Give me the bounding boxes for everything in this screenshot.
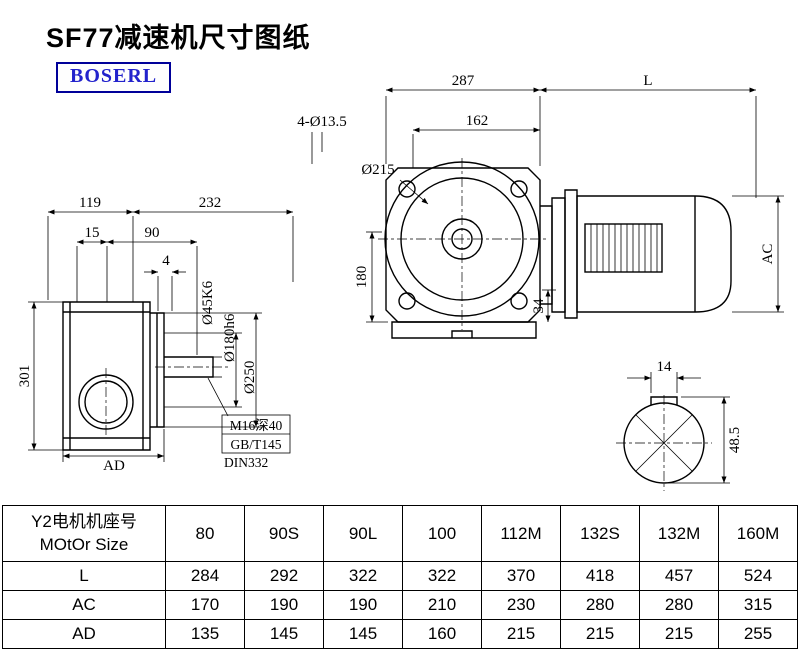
table-cell: 145 <box>244 619 324 649</box>
thread-note-din: DIN332 <box>224 455 268 470</box>
dim-keyway-width: 14 <box>657 359 673 375</box>
thread-note-m16: M16深40 <box>230 418 283 433</box>
table-col-header: 90L <box>323 505 403 562</box>
dim-4: 4 <box>162 253 170 269</box>
table-col-header: 80 <box>165 505 245 562</box>
dim-232: 232 <box>199 195 222 211</box>
table-cell: 280 <box>639 590 719 620</box>
dimension-drawing: 119 232 15 90 4 301 AD Ø45K6 Ø180h6 Ø250… <box>17 73 784 491</box>
table-cell: 370 <box>481 561 561 591</box>
table-cell: 524 <box>718 561 798 591</box>
table-cell: 210 <box>402 590 482 620</box>
table-corner-header: Y2电机机座号 MOtOr Size <box>2 505 166 562</box>
table-cell: 322 <box>323 561 403 591</box>
table-cell: 315 <box>718 590 798 620</box>
page-title: SF77减速机尺寸图纸 <box>46 23 311 53</box>
table-col-header: 160M <box>718 505 798 562</box>
table-cell: 322 <box>402 561 482 591</box>
table-cell: 135 <box>165 619 245 649</box>
left-view: 119 232 15 90 4 301 AD Ø45K6 Ø180h6 Ø250… <box>17 195 294 474</box>
table-row: L 284 292 322 322 370 418 457 524 <box>2 561 798 591</box>
dim-15: 15 <box>85 225 100 241</box>
dim-90: 90 <box>145 225 160 241</box>
left-view-dim-lines <box>28 209 294 462</box>
table-col-header: 112M <box>481 505 561 562</box>
header-line2: MOtOr Size <box>39 534 129 554</box>
dim-162: 162 <box>466 113 489 129</box>
table-col-header: 132S <box>560 505 640 562</box>
table-cell: 215 <box>639 619 719 649</box>
table-cell: 215 <box>560 619 640 649</box>
dim-bolt-holes: 4-Ø13.5 <box>297 114 347 130</box>
dim-flange-diameter: Ø250 <box>242 361 258 394</box>
table-cell: 215 <box>481 619 561 649</box>
table-col-header: 90S <box>244 505 324 562</box>
dim-180: 180 <box>354 266 370 289</box>
shaft-section: 14 48.5 <box>616 359 743 491</box>
table-cell: 230 <box>481 590 561 620</box>
brand-logo: BOSERL <box>56 62 172 93</box>
dim-L: L <box>643 73 652 89</box>
table-cell: 190 <box>244 590 324 620</box>
dim-AC: AC <box>760 244 776 265</box>
motor-size-table: Y2电机机座号 MOtOr Size 80 90S 90L 100 112M 1… <box>2 505 798 649</box>
table-row: AC 170 190 190 210 230 280 280 315 <box>2 590 798 620</box>
thread-note-gb: GB/T145 <box>230 437 281 452</box>
table-row: AD 135 145 145 160 215 215 215 255 <box>2 619 798 649</box>
table-row-label: L <box>2 561 166 591</box>
right-view: 287 L 162 4-Ø13.5 Ø215 180 34 AC <box>297 73 784 339</box>
table-cell: 160 <box>402 619 482 649</box>
right-view-dim-lines <box>311 87 784 323</box>
table-cell: 190 <box>323 590 403 620</box>
dim-119: 119 <box>79 195 101 211</box>
table-cell: 418 <box>560 561 640 591</box>
dim-spigot-diameter: Ø180h6 <box>222 313 238 362</box>
table-cell: 280 <box>560 590 640 620</box>
motor-fins <box>590 224 658 272</box>
dim-301: 301 <box>17 365 33 388</box>
table-col-header: 100 <box>402 505 482 562</box>
table-cell: 170 <box>165 590 245 620</box>
dim-287: 287 <box>452 73 475 89</box>
table-header-row: Y2电机机座号 MOtOr Size 80 90S 90L 100 112M 1… <box>2 505 798 562</box>
table-cell: 292 <box>244 561 324 591</box>
table-cell: 457 <box>639 561 719 591</box>
table-cell: 145 <box>323 619 403 649</box>
dim-AD: AD <box>103 458 125 474</box>
dim-215: Ø215 <box>361 162 394 178</box>
dim-keyway-height: 48.5 <box>727 427 743 453</box>
brand-logo-text: BOSERL <box>70 65 158 87</box>
table-row-label: AC <box>2 590 166 620</box>
table-col-header: 132M <box>639 505 719 562</box>
dim-34: 34 <box>531 298 547 314</box>
header-line1: Y2电机机座号 <box>31 511 137 531</box>
table-row-label: AD <box>2 619 166 649</box>
dim-shaft-diameter: Ø45K6 <box>200 280 216 325</box>
table-cell: 255 <box>718 619 798 649</box>
table-cell: 284 <box>165 561 245 591</box>
